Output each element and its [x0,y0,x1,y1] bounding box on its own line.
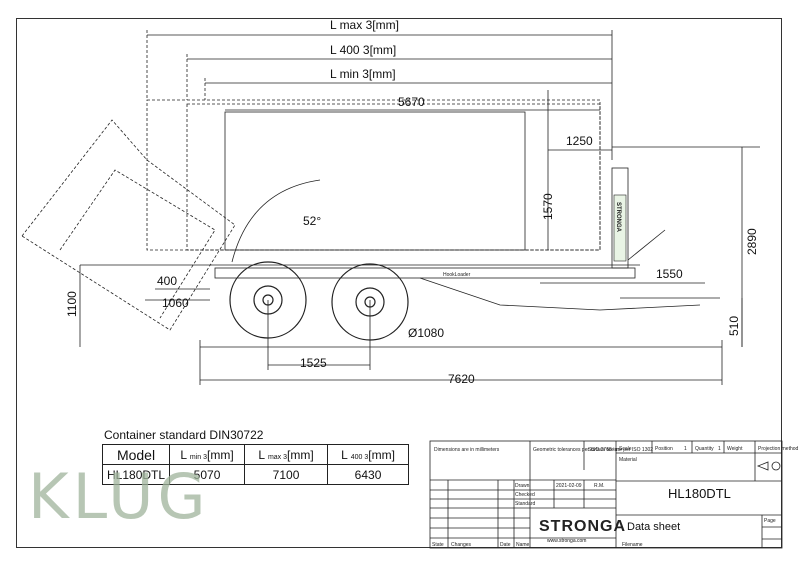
cell-l-max: 7100 [244,464,329,485]
tb-drawn-date: 2021-02-09 [556,483,582,489]
table-row: HL180DTL 5070 7100 6430 [101,464,410,485]
tb-material: Material [619,457,637,463]
chassis-plate: HookLoader [443,272,471,278]
cell-model: HL180DTL [101,464,171,485]
cell-l-min: 5070 [169,464,246,485]
tb-model-name: HL180DTL [668,486,731,501]
tb-state: State [432,542,444,548]
dim-wheel-diameter: Ø1080 [408,326,444,340]
stronga-logo: STRONGA [539,518,626,535]
dim-1100: 1100 [65,291,79,317]
cell-l-400: 6430 [327,464,410,485]
dim-5670: 5670 [398,95,425,109]
tb-drawn: Drawn [515,483,530,489]
tb-surface: Surface texture per ISO 1302 [588,447,653,453]
stronga-url: www.stronga.com [547,538,587,544]
watermark-logo: KLUG [28,460,210,533]
tb-page: Page [764,518,776,524]
tb-position-val: 1 [684,446,687,452]
tb-sheet-title: Data sheet [627,521,681,533]
dim-l-400: L 400 3[mm] [330,43,396,57]
tb-dims-note: Dimensions are in millimeters [434,447,500,453]
title-block [429,440,783,549]
tb-filename: Filename [622,542,643,548]
dim-510: 510 [727,316,741,336]
tb-drawn-by: R.M. [594,483,605,489]
tb-weight: Weight [727,446,743,452]
tb-geom-tol: Geometric tolerances per ISO 2768 - m [533,447,620,453]
dim-1550: 1550 [656,267,683,281]
tb-quantity-val: 1 [718,446,721,452]
dim-1250: 1250 [566,134,593,148]
tb-name: Name [516,542,530,548]
dim-l-max: L max 3[mm] [330,18,399,32]
dim-1060: 1060 [162,296,189,310]
tb-date: Date [500,542,511,548]
tb-scale: Scale [619,446,632,452]
tb-position: Position [655,446,673,452]
drawing-frame [16,18,782,548]
front-wheel [331,263,409,341]
tb-projection: Projection method [758,446,799,452]
dim-2890: 2890 [745,228,759,255]
dim-400: 400 [157,274,177,288]
rear-wheel [229,261,307,339]
header-l-max: L max 3[mm] [244,444,329,465]
dim-7620: 7620 [448,372,475,386]
tb-standard: Standard [515,501,536,507]
dim-1525: 1525 [300,356,327,370]
brand-vertical-label: STRONGA [615,202,621,233]
tb-changes: Changes [451,542,472,548]
header-l-400: L 400 3[mm] [327,444,410,465]
table-header-row: Model L min 3[mm] L max 3[mm] L 400 3[mm… [101,444,410,465]
spec-table-caption: Container standard DIN30722 [104,428,264,442]
header-l-min: L min 3[mm] [169,444,246,465]
dim-angle: 52° [303,214,321,228]
dim-l-min: L min 3[mm] [330,67,396,81]
tb-quantity: Quantity [695,446,714,452]
spec-table: Model L min 3[mm] L max 3[mm] L 400 3[mm… [101,444,410,485]
dim-1570: 1570 [541,193,555,220]
tb-checked: Checked [515,492,535,498]
